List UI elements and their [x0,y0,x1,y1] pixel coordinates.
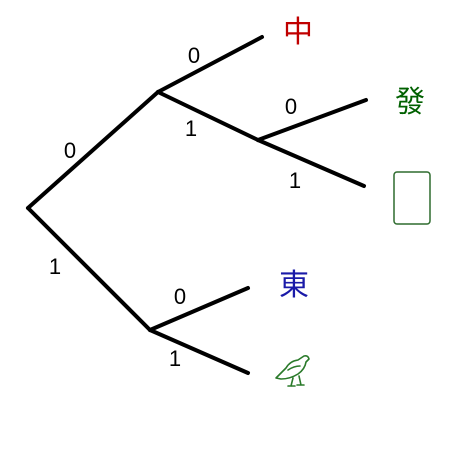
edge-label-lower-bird: 1 [169,346,181,371]
edge-label-upper-mid: 1 [185,116,197,141]
edge-label-root-lower: 1 [49,254,61,279]
branch-upper-to-mid [156,90,260,142]
branch-mid-to-green-dragon [256,98,368,142]
edge-label-lower-east-wind: 0 [174,284,186,309]
sparrow-bird-icon [275,355,310,387]
edge-label-mid-green-dragon: 0 [285,94,297,119]
branch-upper-to-red-dragon [156,35,264,94]
branch-root-to-upper [26,90,160,210]
edge-label-root-upper: 0 [64,138,76,163]
branch-lower-to-bird [148,328,250,375]
green-dragon-tile: 發 [395,85,425,120]
edge-label-mid-white-dragon: 1 [289,168,301,193]
white-dragon-tile-icon [393,171,431,225]
branch-lower-to-east-wind [148,286,250,332]
east-wind-tile: 東 [279,268,309,303]
branch-root-to-lower [26,206,152,332]
branch-mid-to-white-dragon [256,138,366,188]
red-dragon-tile: 中 [283,15,313,50]
edge-label-upper-red-dragon: 0 [188,43,200,68]
